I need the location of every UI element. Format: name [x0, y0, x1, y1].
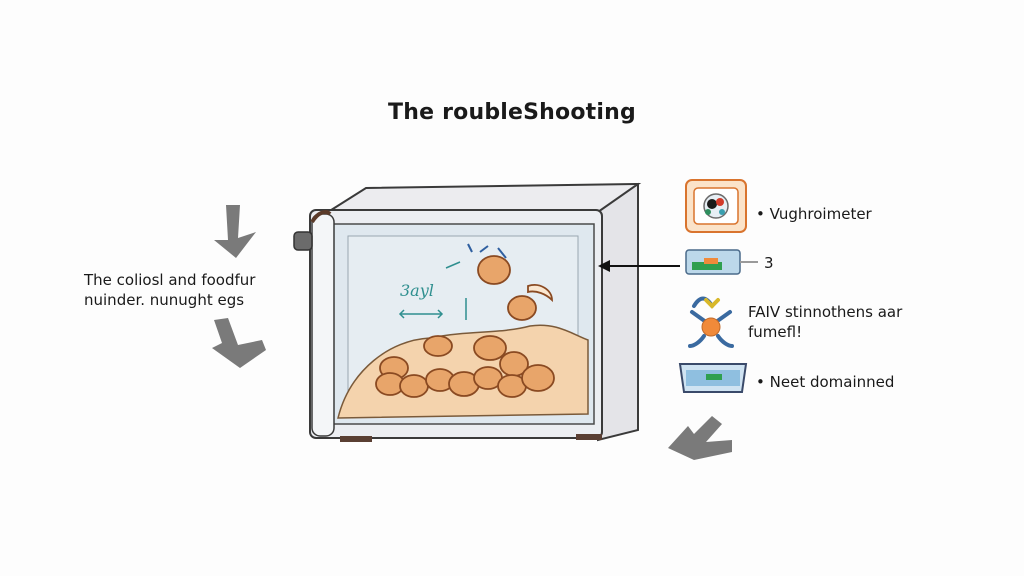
terrarium-tank: 3ayl [293, 182, 642, 442]
left-caption-line-1: The coliosl and foodfur [84, 271, 256, 289]
diagram-title: The roubleShooting [388, 100, 636, 125]
legend-marker: • [756, 373, 765, 391]
legend-label-line-2: fumefl! [748, 323, 803, 341]
eggs-cluster [375, 255, 555, 398]
water-dish-icon [678, 363, 748, 393]
legend-label: Vughroimeter [769, 205, 872, 223]
down-arrow-icon [214, 205, 256, 258]
thermometer-card-icon [685, 179, 747, 233]
legend-label: Neet domainned [769, 373, 895, 391]
ant-marks-icon [467, 243, 507, 259]
pointer-arrow-icon [598, 260, 680, 272]
left-caption: The coliosl and foodfur nuinder. nunught… [84, 270, 284, 310]
legend-label: 3 [764, 254, 774, 272]
dripper-icon [688, 296, 734, 348]
legend-item-4: • Neet domainned [756, 372, 894, 392]
tank-label: 3ayl [400, 281, 434, 300]
legend-item-2: 3 [764, 253, 774, 273]
down-arrow-icon [212, 318, 266, 368]
heat-strip-icon [685, 249, 758, 275]
measure-arrow-icon [398, 261, 467, 320]
legend-label: FAIV stinnothens aar [748, 303, 903, 321]
legend-item-3: FAIV stinnothens aar fumefl! [748, 302, 902, 342]
legend-item-1: • Vughroimeter [756, 204, 872, 224]
left-caption-line-2: nuinder. nunught egs [84, 291, 245, 309]
legend-marker: • [756, 205, 765, 223]
curved-arrow-icon [668, 416, 732, 460]
